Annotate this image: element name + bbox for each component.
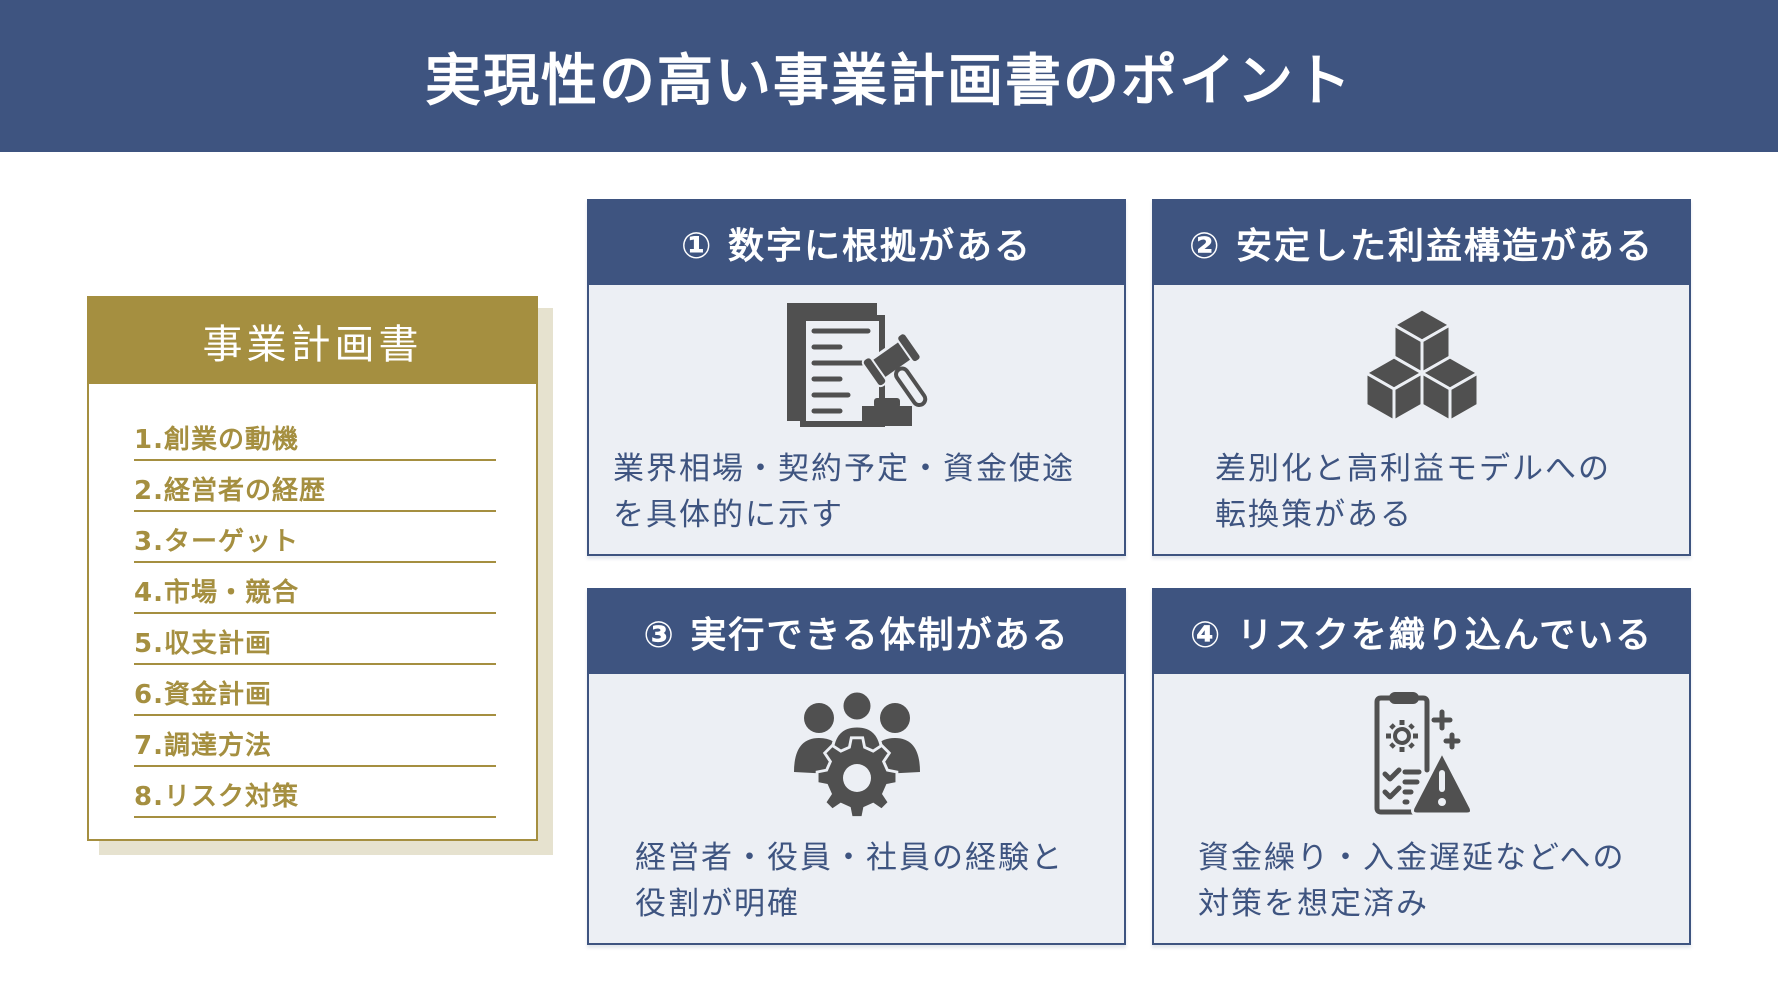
toc-item: 4.市場・競合 [134, 563, 496, 614]
description-line: 経営者・役員・社員の経験と [635, 840, 1064, 876]
point-card-2: ② 安定した利益構造がある 差別化と高利益モデルへの 転換策がある [1152, 199, 1691, 556]
point-card-3: ③ 実行できる体制がある 経営者・役員・社員の経験と 役割が明確 [587, 588, 1126, 945]
point-title: ① 数字に根拠がある [589, 201, 1124, 285]
description-line: を具体的に示す [613, 497, 844, 533]
point-description: 業界相場・契約予定・資金使途 を具体的に示す [613, 446, 1075, 538]
point-card-1: ① 数字に根拠がある 業界相場・契約予定・資金使 [587, 199, 1126, 556]
document-gavel-icon [782, 301, 932, 431]
point-description: 差別化と高利益モデルへの 転換策がある [1215, 446, 1611, 538]
toc-card: 事業計画書 1.創業の動機 2.経営者の経歴 3.ターゲット 4.市場・競合 5… [87, 296, 538, 841]
description-line: 資金繰り・入金遅延などへの [1198, 840, 1626, 876]
point-description: 経営者・役員・社員の経験と 役割が明確 [635, 835, 1064, 927]
clipboard-warning-icon [1347, 690, 1497, 820]
point-title: ② 安定した利益構造がある [1154, 201, 1689, 285]
toc-item: 7.調達方法 [134, 716, 496, 767]
toc-item: 2.経営者の経歴 [134, 461, 496, 512]
description-line: 転換策がある [1215, 497, 1413, 533]
description-line: 役割が明確 [635, 886, 800, 922]
description-line: 差別化と高利益モデルへの [1215, 451, 1611, 487]
team-gear-icon [782, 690, 932, 820]
point-card-4: ④ リスクを織り込んでいる [1152, 588, 1691, 945]
toc-item: 8.リスク対策 [134, 767, 496, 818]
page-title: 実現性の高い事業計画書のポイント [425, 48, 1353, 114]
toc-heading: 事業計画書 [89, 298, 536, 384]
stacked-cubes-icon [1347, 301, 1497, 431]
point-title: ③ 実行できる体制がある [589, 590, 1124, 674]
point-title: ④ リスクを織り込んでいる [1154, 590, 1689, 674]
title-banner: 実現性の高い事業計画書のポイント [0, 0, 1778, 152]
description-line: 業界相場・契約予定・資金使途 [613, 451, 1075, 487]
toc-item: 1.創業の動機 [134, 410, 496, 461]
toc-list: 1.創業の動機 2.経営者の経歴 3.ターゲット 4.市場・競合 5.収支計画 … [89, 384, 536, 818]
description-line: 対策を想定済み [1198, 886, 1429, 922]
point-description: 資金繰り・入金遅延などへの 対策を想定済み [1198, 835, 1625, 927]
toc-item: 3.ターゲット [134, 512, 496, 563]
toc-item: 5.収支計画 [134, 614, 496, 665]
toc-item: 6.資金計画 [134, 665, 496, 716]
